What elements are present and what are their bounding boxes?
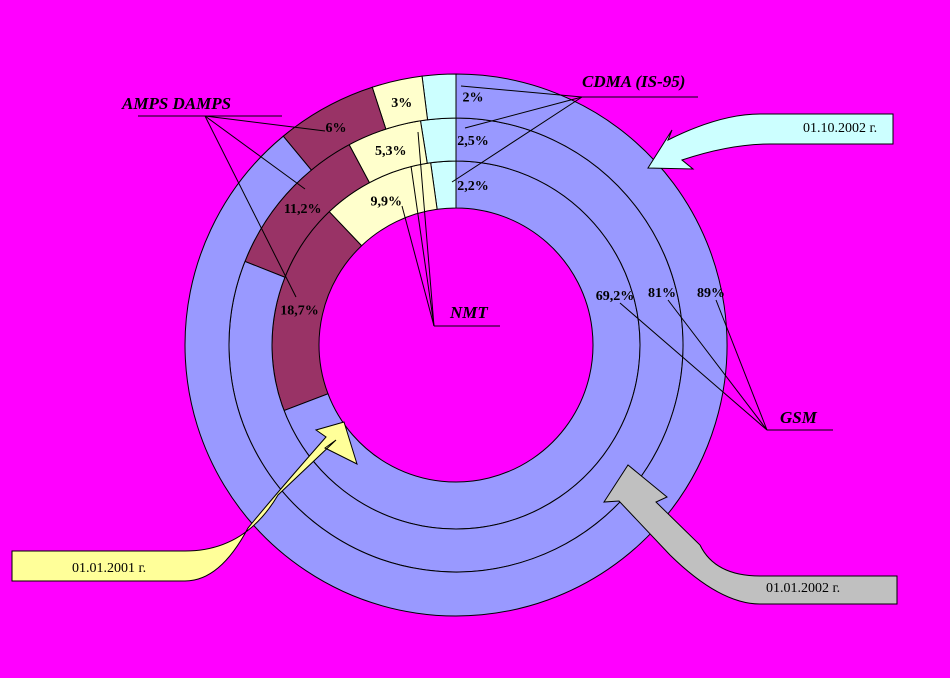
pct-gsm-ring-1: 69,2%	[596, 289, 635, 304]
leader-amps-1	[204, 115, 326, 132]
pct-amps-damps-ring-3: 6%	[326, 121, 347, 136]
leader-amps-2	[204, 115, 306, 190]
arrow-2001-icon	[11, 421, 358, 582]
pct-nmt-ring-3: 3%	[391, 96, 412, 111]
segment-gsm-ring-3	[184, 73, 728, 617]
date-2002: 01.01.2002 г.	[766, 581, 840, 596]
date-2002-oct: 01.10.2002 г.	[803, 121, 877, 136]
leader-nmt-1	[401, 205, 435, 327]
leader-gsm-2	[667, 299, 768, 431]
arrow-2002-icon	[603, 464, 898, 605]
leader-lines	[138, 85, 833, 431]
pct-nmt-ring-2: 5,3%	[375, 144, 407, 159]
arrow-2002-oct-icon	[647, 113, 894, 170]
leader-gsm-3	[715, 299, 768, 431]
nmt-label: NMT	[449, 303, 488, 322]
date-callout-2002: 01.01.2002 г.	[603, 464, 898, 605]
leader-cdma-2	[464, 96, 583, 129]
pct-gsm-ring-3: 89%	[697, 286, 725, 301]
leader-gsm-1	[619, 302, 768, 431]
pct-gsm-ring-2: 81%	[648, 286, 676, 301]
pct-cdma-is-95-ring-1: 2,2%	[457, 179, 489, 194]
pct-amps-damps-ring-2: 11,2%	[284, 202, 322, 217]
amps-damps-label: AMPS DAMPS	[121, 94, 231, 113]
date-2001: 01.01.2001 г.	[72, 561, 146, 576]
pct-nmt-ring-1: 9,9%	[371, 194, 403, 209]
leader-cdma-3	[451, 96, 583, 183]
leader-cdma-1	[460, 85, 583, 98]
percentage-labels: 2,2% 9,9% 18,7% 69,2% 2,5% 5,3% 11,2% 81% 2% 3% 6%…	[280, 91, 725, 319]
pct-cdma-is-95-ring-2: 2,5%	[457, 134, 489, 149]
gsm-label: GSM	[780, 408, 818, 427]
leader-nmt-2	[410, 165, 435, 327]
leader-nmt-3	[417, 131, 435, 327]
date-callout-2002-oct: 01.10.2002 г.	[647, 113, 894, 170]
pct-amps-damps-ring-1: 18,7%	[280, 304, 319, 319]
date-callout-2001: 01.01.2001 г.	[11, 421, 358, 582]
rings-group	[184, 73, 728, 617]
leader-amps-3	[204, 115, 297, 298]
cdma-label: CDMA (IS-95)	[582, 72, 685, 91]
pct-cdma-is-95-ring-3: 2%	[463, 91, 484, 106]
